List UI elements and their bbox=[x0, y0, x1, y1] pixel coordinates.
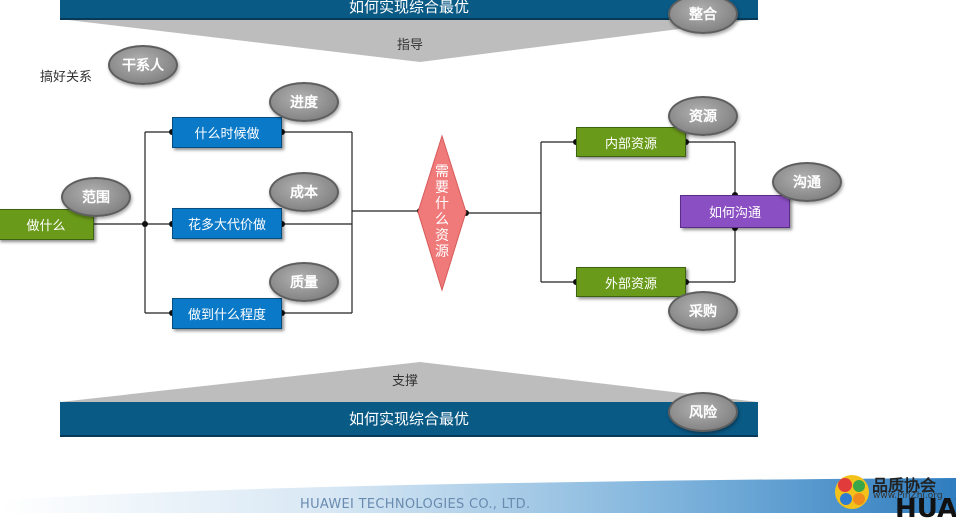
support-label: 支撑 bbox=[392, 374, 419, 389]
bottom-bar: 如何实现综合最优 bbox=[60, 402, 758, 437]
oval-progress: 进度 bbox=[269, 82, 339, 122]
oval-resource: 资源 bbox=[668, 96, 738, 136]
box-how-much: 花多大代价做 bbox=[172, 208, 282, 239]
oval-cost-label: 成本 bbox=[290, 185, 318, 201]
oval-integrate: 整合 bbox=[668, 0, 738, 34]
diamond-char: 什 bbox=[435, 196, 449, 212]
oval-cost: 成本 bbox=[269, 172, 339, 212]
diamond-text: 需 要 什 么 资 源 bbox=[432, 164, 452, 260]
diamond-char: 需 bbox=[435, 164, 449, 180]
bottom-bar-text: 如何实现综合最优 bbox=[348, 410, 469, 428]
top-bar-text: 如何实现综合最优 bbox=[348, 0, 469, 16]
footer-band bbox=[0, 478, 956, 513]
logo-cn-text: 品质协会 bbox=[872, 476, 937, 495]
box-how-much-label: 花多大代价做 bbox=[187, 218, 266, 233]
diagram-connectors bbox=[0, 19, 956, 513]
box-degree: 做到什么程度 bbox=[172, 298, 282, 329]
box-what-label: 做什么 bbox=[26, 219, 66, 234]
oval-resource-label: 资源 bbox=[689, 109, 717, 125]
oval-quality: 质量 bbox=[269, 262, 339, 302]
logo-big-text: HUAV bbox=[895, 494, 956, 524]
support-funnel bbox=[60, 362, 758, 402]
box-how-comm-label: 如何沟通 bbox=[708, 206, 761, 221]
resource-diamond bbox=[417, 134, 467, 292]
oval-integrate-label: 整合 bbox=[689, 7, 717, 23]
oval-stakeholder-label: 干系人 bbox=[122, 58, 164, 74]
box-internal-label: 内部资源 bbox=[604, 136, 657, 152]
oval-progress-label: 进度 bbox=[290, 95, 318, 111]
oval-communicate: 沟通 bbox=[772, 162, 842, 202]
top-bar: 如何实现综合最优 bbox=[60, 0, 758, 20]
oval-risk: 风险 bbox=[668, 392, 738, 432]
guide-label: 指导 bbox=[397, 38, 424, 53]
box-how-comm: 如何沟通 bbox=[680, 195, 790, 228]
relations-label: 搞好关系 bbox=[40, 70, 93, 85]
oval-scope-label: 范围 bbox=[82, 190, 110, 206]
box-when: 什么时候做 bbox=[172, 117, 282, 148]
box-external: 外部资源 bbox=[576, 267, 686, 297]
logo-url-text: www.PinZhi.org bbox=[873, 491, 943, 501]
oval-risk-label: 风险 bbox=[689, 405, 717, 421]
box-degree-label: 做到什么程度 bbox=[187, 308, 266, 323]
oval-stakeholder: 干系人 bbox=[108, 45, 178, 85]
diamond-char: 要 bbox=[435, 180, 449, 196]
box-internal: 内部资源 bbox=[576, 127, 686, 157]
diamond-char: 么 bbox=[435, 212, 449, 228]
footer-company: HUAWEI TECHNOLOGIES CO., LTD. bbox=[300, 497, 531, 512]
oval-quality-label: 质量 bbox=[290, 275, 318, 291]
oval-procure: 采购 bbox=[668, 291, 738, 331]
diamond-char: 资 bbox=[435, 228, 449, 244]
box-external-label: 外部资源 bbox=[604, 276, 657, 292]
box-when-label: 什么时候做 bbox=[194, 127, 260, 142]
oval-procure-label: 采购 bbox=[689, 304, 717, 320]
oval-scope: 范围 bbox=[61, 177, 131, 217]
guide-funnel bbox=[60, 19, 758, 62]
pinzhi-logo-icon bbox=[835, 475, 869, 509]
oval-communicate-label: 沟通 bbox=[793, 175, 821, 191]
diamond-char: 源 bbox=[435, 244, 449, 260]
